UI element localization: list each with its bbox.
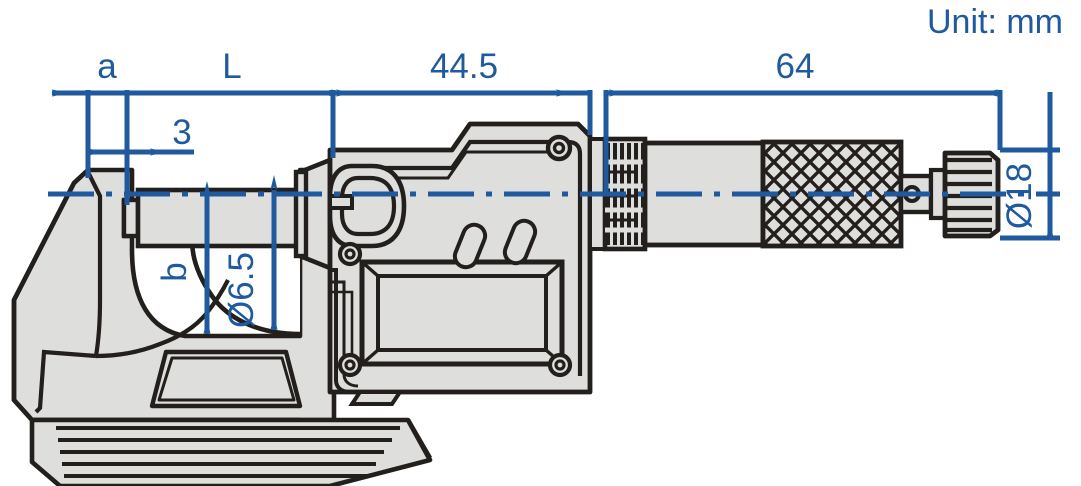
dim-label-dia18: Ø18 bbox=[1000, 163, 1039, 229]
dim-label-44-5: 44.5 bbox=[430, 47, 498, 86]
dimension-text-layer: Unit: mm a 3 L 44.5 64 b Ø6.5 Ø18 bbox=[97, 3, 1063, 328]
screw-top-right bbox=[545, 134, 573, 162]
heat-shield-pad bbox=[149, 349, 303, 409]
digital-body bbox=[327, 121, 593, 406]
dim-label-3: 3 bbox=[172, 113, 191, 152]
dimension-layer bbox=[48, 89, 1060, 334]
dim-label-L: L bbox=[222, 47, 241, 86]
instrument-body bbox=[11, 121, 1001, 486]
dim-label-b: b bbox=[155, 262, 194, 281]
dim-label-a: a bbox=[97, 47, 117, 86]
button-origin[interactable] bbox=[452, 221, 489, 270]
ribbed-base bbox=[29, 417, 433, 486]
screw-bottom-left bbox=[337, 352, 363, 378]
lcd-display-window bbox=[359, 259, 565, 367]
ratchet-knurling bbox=[945, 157, 992, 233]
unit-note: Unit: mm bbox=[927, 3, 1063, 41]
button-mode[interactable] bbox=[502, 217, 539, 266]
dim-label-dia6-5: Ø6.5 bbox=[222, 252, 261, 328]
dim-label-64: 64 bbox=[776, 47, 815, 86]
screw-bottom-right bbox=[547, 352, 573, 378]
dimension-dia18 bbox=[960, 137, 1060, 241]
screw-mid-left bbox=[337, 241, 363, 267]
